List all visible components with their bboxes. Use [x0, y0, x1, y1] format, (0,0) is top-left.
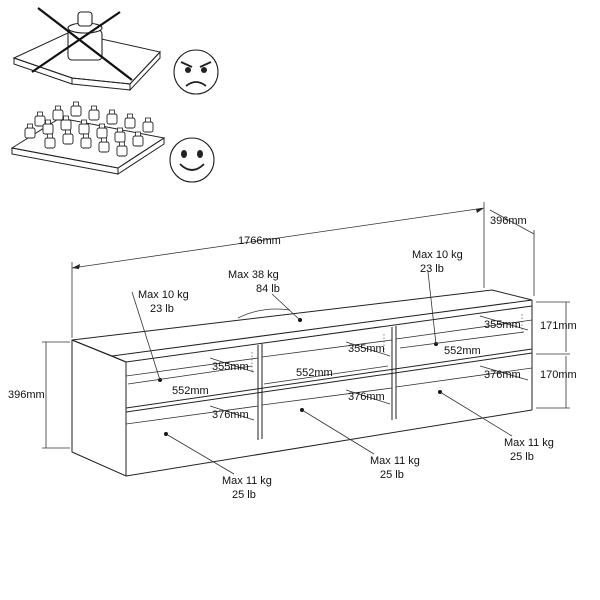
depth-376-left-label: 376mm	[212, 409, 249, 421]
small-weight-icon	[142, 117, 154, 133]
load-top-kg: Max 38 kg	[228, 269, 279, 281]
load-bottom-mid-lb: 25 lb	[380, 469, 404, 481]
small-weight-icon	[78, 119, 90, 135]
load-bottom-left-lb: 25 lb	[232, 489, 256, 501]
angry-face-icon	[173, 49, 219, 95]
load-bottom-right-lb: 25 lb	[510, 451, 534, 463]
load-top-lb: 84 lb	[256, 283, 280, 295]
depth-376-mid-label: 376mm	[348, 391, 385, 403]
comp-width-left-label: 552mm	[172, 385, 209, 397]
load-bottom-right-kg: Max 11 kg	[504, 437, 554, 449]
depth-355-left-label: 355mm	[212, 361, 249, 373]
load-shelf-left-kg: Max 10 kg	[138, 289, 189, 301]
small-weight-icon	[62, 129, 74, 145]
tv-bench-drawing	[71, 289, 533, 477]
load-bottom-left-kg: Max 11 kg	[222, 475, 272, 487]
small-weight-icon	[52, 105, 64, 121]
small-weight-icon	[132, 131, 144, 147]
small-weight-icon	[116, 141, 128, 157]
concentrated-heavy-load-crossed-icon	[12, 7, 161, 92]
total-width-label: 1766mm	[238, 235, 281, 247]
small-weight-icon	[60, 115, 72, 131]
small-weight-icon	[106, 109, 118, 125]
upper-height-label: 171mm	[540, 320, 577, 332]
distributed-load-icon	[10, 101, 166, 175]
comp-width-mid-label: 552mm	[296, 367, 333, 379]
small-weight-icon	[124, 113, 136, 129]
small-weight-icon	[70, 101, 82, 117]
small-weight-icon	[88, 105, 100, 121]
load-shelf-left-lb: 23 lb	[150, 303, 174, 315]
depth-355-right-label: 355mm	[484, 319, 521, 331]
happy-face-icon	[169, 137, 215, 183]
comp-width-top-label: 552mm	[444, 345, 481, 357]
small-weight-icon	[34, 111, 46, 127]
height-label: 396mm	[8, 389, 45, 401]
depth-355-mid-label: 355mm	[348, 343, 385, 355]
small-weight-icon	[42, 119, 54, 135]
load-shelf-right-kg: Max 10 kg	[412, 249, 463, 261]
dimension-lines	[42, 202, 570, 475]
depth-376-right-label: 376mm	[484, 369, 521, 381]
small-weight-icon	[98, 137, 110, 153]
small-weight-icon	[96, 123, 108, 139]
small-weight-icon	[24, 123, 36, 139]
small-weight-icon	[44, 133, 56, 149]
total-depth-label: 396mm	[490, 215, 527, 227]
load-shelf-right-lb: 23 lb	[420, 263, 444, 275]
small-weight-icon	[80, 133, 92, 149]
lower-height-label: 170mm	[540, 369, 577, 381]
load-bottom-mid-kg: Max 11 kg	[370, 455, 420, 467]
